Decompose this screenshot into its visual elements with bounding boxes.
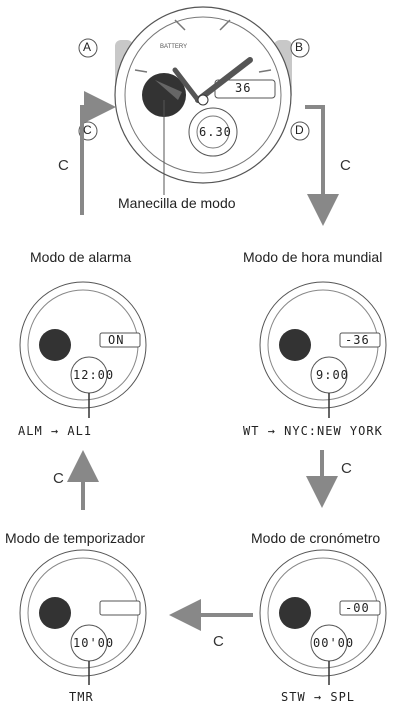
button-c-label: C <box>83 123 92 137</box>
world-bottom-display: 9:00 <box>316 368 349 382</box>
button-a-label: A <box>83 40 92 54</box>
main-watch: BATTERY <box>114 6 292 195</box>
mode-title-stopwatch: Modo de cronómetro <box>251 530 381 546</box>
watch-timer <box>19 549 147 685</box>
button-b-label: B <box>295 40 304 54</box>
timer-bottom-display: 10'00 <box>73 636 115 650</box>
button-d-label: D <box>295 123 304 137</box>
mode-title-alarm: Modo de alarma <box>30 249 132 265</box>
flow-arrows <box>67 91 339 631</box>
mode-title-timer: Modo de temporizador <box>5 530 146 546</box>
transition-c-right: C <box>340 157 351 174</box>
watch-stopwatch <box>259 549 387 685</box>
watch-alarm <box>19 281 147 418</box>
stopwatch-bottom-display: 00'00 <box>313 636 355 650</box>
mode-hand-dial <box>142 73 186 117</box>
watch-world <box>259 281 387 418</box>
alarm-top-display: ON <box>108 333 125 347</box>
world-top-display: -36 <box>345 333 370 347</box>
stopwatch-top-display: -00 <box>345 601 370 615</box>
stopwatch-code: STW → SPL <box>281 690 356 704</box>
transition-c-bottom: C <box>213 633 224 650</box>
mode-title-world: Modo de hora mundial <box>243 249 383 265</box>
alarm-code: ALM → AL1 <box>18 424 93 438</box>
transition-c-right-2: C <box>341 460 352 477</box>
buttons <box>78 38 310 141</box>
mode-hand-label: Manecilla de modo <box>118 195 236 211</box>
svg-text:BATTERY: BATTERY <box>160 44 187 50</box>
timer-code: TMR <box>69 690 94 704</box>
transition-c-left: C <box>58 157 69 174</box>
alarm-bottom-display: 12:00 <box>73 368 115 382</box>
main-top-display: 36 <box>235 81 252 95</box>
transition-c-left-2: C <box>53 470 64 487</box>
main-bottom-display: 6.30 <box>199 125 232 139</box>
world-code: WT → NYC:NEW YORK <box>243 424 383 438</box>
